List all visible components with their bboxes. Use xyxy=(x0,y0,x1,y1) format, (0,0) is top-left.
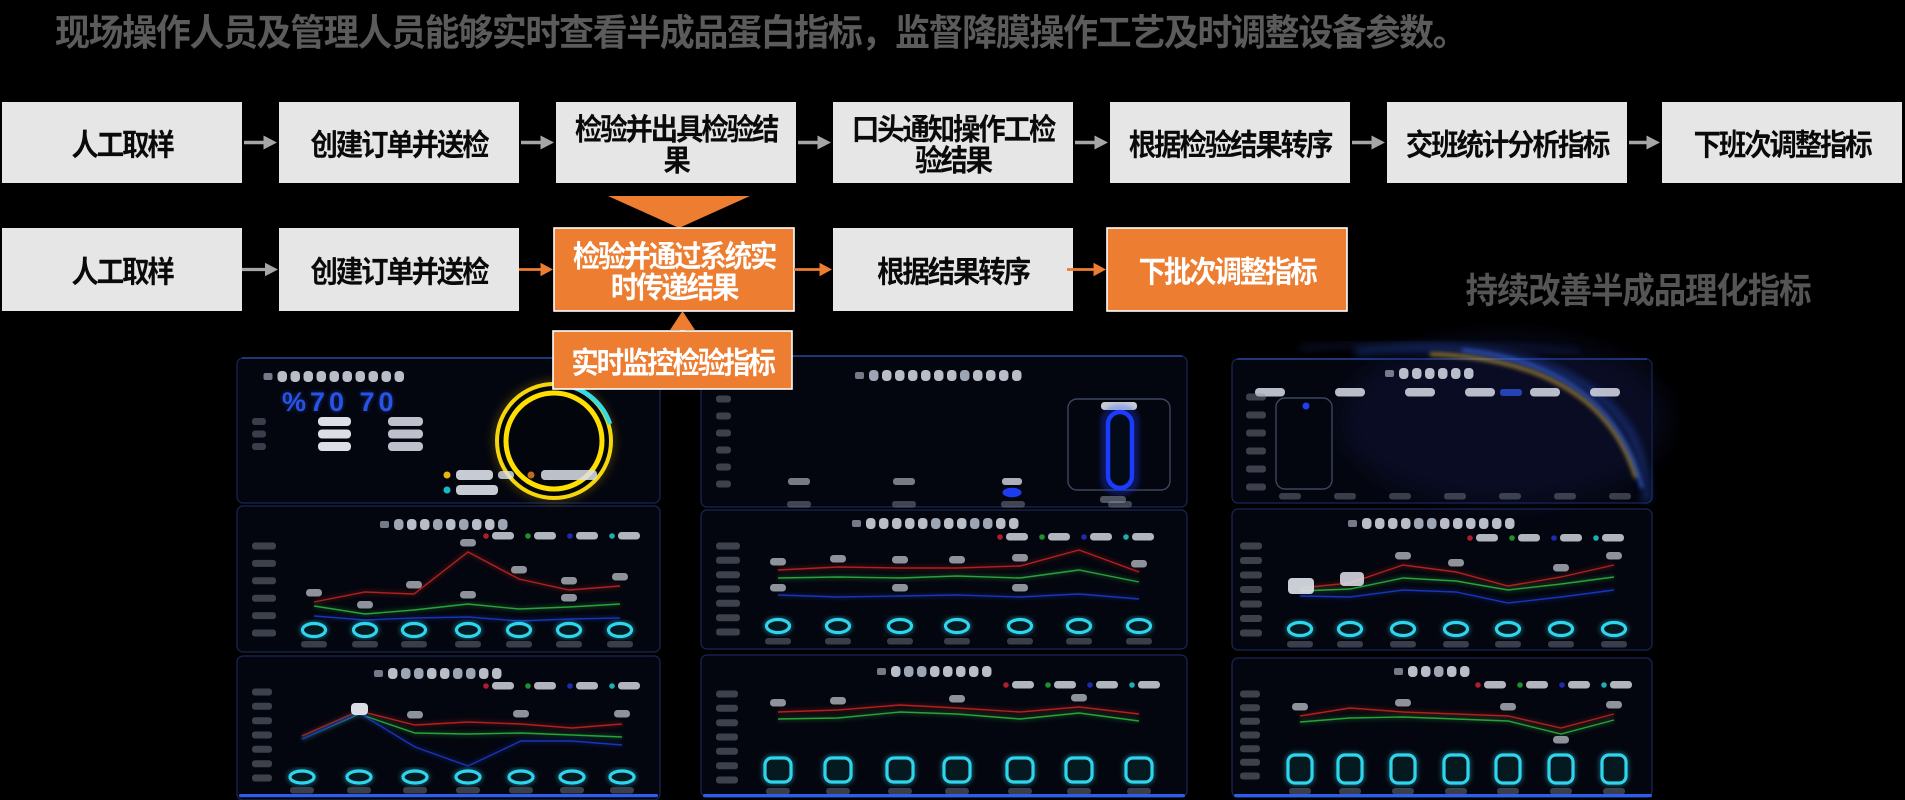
svg-text:%70 70: %70 70 xyxy=(282,387,398,417)
svg-text:%70 70: %70 70 xyxy=(282,387,398,417)
